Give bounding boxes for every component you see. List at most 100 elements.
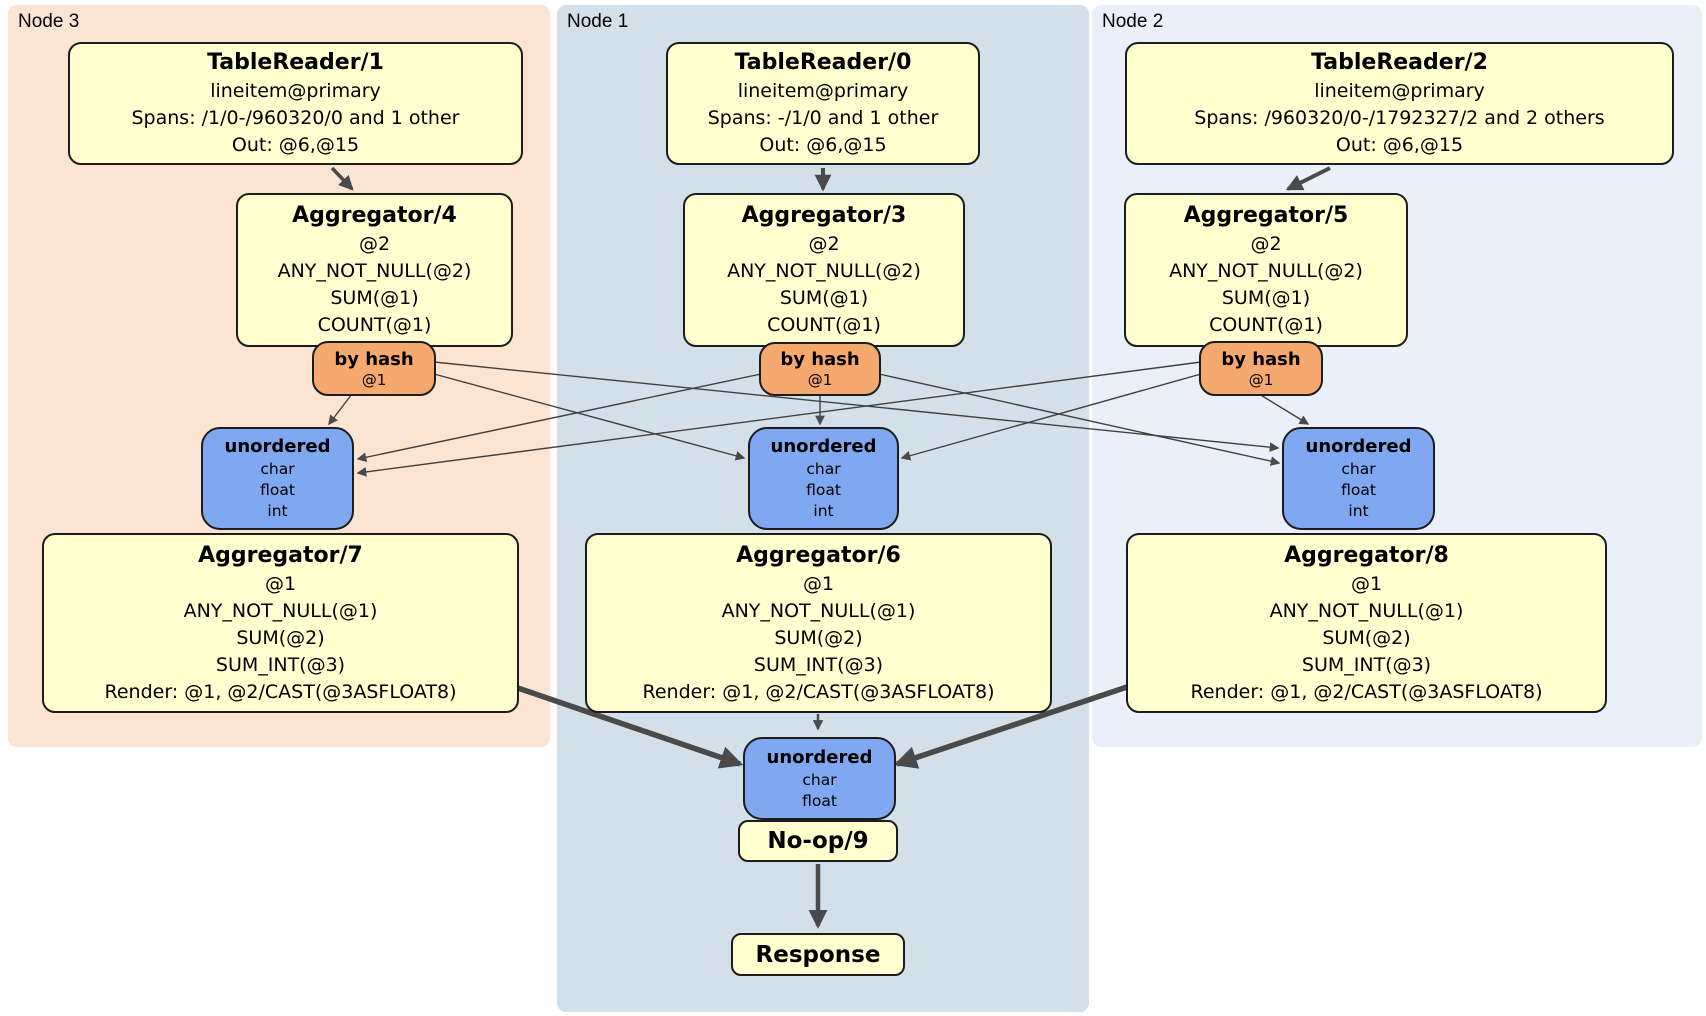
tablereader-0-box: TableReader/0 lineitem@primary Spans: -/…	[666, 42, 980, 165]
hash-router-4: by hash @1	[312, 341, 436, 396]
aggregator-5-fn2: SUM(@1)	[1221, 287, 1311, 309]
aggregator-7-render: Render: @1, @2/CAST(@3ASFLOAT8)	[104, 680, 457, 703]
hash-router-3: by hash @1	[759, 342, 881, 396]
hash-router-3-title: by hash	[780, 349, 860, 370]
unordered-sync-7-col3: int	[267, 502, 288, 520]
aggregator-5-fn3: COUNT(@1)	[1209, 314, 1323, 336]
edge-tr1-agg4	[330, 166, 354, 191]
aggregator-7-fn3: SUM_INT(@3)	[215, 653, 346, 676]
tablereader-1-box: TableReader/1 lineitem@primary Spans: /1…	[68, 42, 523, 165]
aggregator-6-fn1: ANY_NOT_NULL(@1)	[721, 599, 916, 622]
tablereader-2-out: Out: @6,@15	[1335, 134, 1464, 156]
hash-router-4-title: by hash	[334, 348, 414, 370]
aggregator-6-group: @1	[802, 572, 835, 595]
aggregator-5-group: @2	[1250, 233, 1282, 255]
aggregator-8-group: @1	[1350, 572, 1383, 595]
aggregator-6-title: Aggregator/6	[736, 542, 901, 568]
edge-tr2-agg5	[1285, 166, 1331, 191]
noop-title: No-op/9	[767, 828, 869, 854]
aggregator-6-fn2: SUM(@2)	[774, 626, 863, 649]
node1-label: Node 1	[567, 11, 629, 32]
edge-hash5-sync6	[900, 373, 1202, 461]
unordered-sync-final: unordered char float	[743, 737, 896, 820]
aggregator-3-box: Aggregator/3 @2 ANY_NOT_NULL(@2) SUM(@1)…	[683, 193, 965, 347]
tablereader-0-title: TableReader/0	[734, 50, 912, 75]
aggregator-3-fn1: ANY_NOT_NULL(@2)	[727, 260, 921, 282]
unordered-sync-7-title: unordered	[224, 436, 331, 457]
unordered-sync-7-col2: float	[260, 481, 295, 499]
tablereader-1-out: Out: @6,@15	[231, 134, 360, 156]
aggregator-8-fn2: SUM(@2)	[1322, 626, 1411, 649]
aggregator-7-title: Aggregator/7	[198, 542, 363, 568]
tablereader-1-index: lineitem@primary	[210, 80, 381, 102]
tablereader-2-index: lineitem@primary	[1314, 80, 1485, 102]
hash-router-5: by hash @1	[1199, 341, 1323, 396]
tablereader-2-box: TableReader/2 lineitem@primary Spans: /9…	[1125, 42, 1674, 165]
node2-label: Node 2	[1102, 11, 1164, 32]
aggregator-4-fn1: ANY_NOT_NULL(@2)	[277, 260, 472, 282]
edge-hash5-sync7	[356, 361, 1202, 477]
node3-label: Node 3	[18, 11, 80, 32]
unordered-sync-7-col1: char	[260, 460, 295, 478]
unordered-sync-final-col1: char	[802, 770, 837, 789]
unordered-sync-8-col3: int	[1348, 502, 1369, 520]
response-title: Response	[755, 941, 881, 968]
aggregator-8-fn3: SUM_INT(@3)	[1301, 653, 1432, 676]
aggregator-8-box: Aggregator/8 @1 ANY_NOT_NULL(@1) SUM(@2)…	[1126, 533, 1607, 713]
edge-hash5-sync8	[1258, 393, 1310, 425]
unordered-sync-6-col2: float	[806, 481, 841, 499]
aggregator-6-render: Render: @1, @2/CAST(@3ASFLOAT8)	[642, 680, 995, 703]
tablereader-2-spans: Spans: /960320/0-/1792327/2 and 2 others	[1194, 107, 1605, 129]
tablereader-0-index: lineitem@primary	[737, 80, 909, 102]
aggregator-4-fn3: COUNT(@1)	[317, 314, 432, 336]
aggregator-7-fn1: ANY_NOT_NULL(@1)	[183, 599, 378, 622]
hash-router-4-key: @1	[361, 370, 387, 389]
aggregator-6-fn3: SUM_INT(@3)	[753, 653, 884, 676]
unordered-sync-7: unordered char float int	[201, 427, 354, 530]
tablereader-1-spans: Spans: /1/0-/960320/0 and 1 other	[131, 107, 460, 129]
response-box: Response	[731, 933, 905, 976]
unordered-sync-final-title: unordered	[766, 746, 873, 768]
edge-hash3-sync8	[878, 373, 1281, 466]
aggregator-5-fn1: ANY_NOT_NULL(@2)	[1169, 260, 1363, 282]
unordered-sync-final-col2: float	[802, 791, 837, 810]
unordered-sync-6-title: unordered	[770, 436, 877, 457]
aggregator-4-box: Aggregator/4 @2 ANY_NOT_NULL(@2) SUM(@1)…	[236, 193, 513, 347]
tablereader-0-out: Out: @6,@15	[759, 134, 887, 156]
edge-hash4-sync6	[433, 373, 746, 461]
aggregator-3-fn3: COUNT(@1)	[767, 314, 881, 336]
aggregator-4-fn2: SUM(@1)	[330, 287, 419, 309]
aggregator-4-title: Aggregator/4	[292, 203, 457, 228]
tablereader-0-spans: Spans: -/1/0 and 1 other	[707, 107, 939, 129]
edge-agg7-syncfinal	[511, 683, 744, 769]
aggregator-7-group: @1	[264, 572, 297, 595]
aggregator-5-box: Aggregator/5 @2 ANY_NOT_NULL(@2) SUM(@1)…	[1124, 193, 1408, 347]
unordered-sync-8-col1: char	[1341, 460, 1376, 478]
edge-hash4-sync7	[328, 393, 353, 426]
hash-router-3-key: @1	[807, 371, 833, 389]
aggregator-7-fn2: SUM(@2)	[236, 626, 325, 649]
hash-router-5-title: by hash	[1221, 348, 1301, 370]
aggregator-8-fn1: ANY_NOT_NULL(@1)	[1269, 599, 1464, 622]
unordered-sync-6: unordered char float int	[748, 427, 899, 530]
unordered-sync-8-col2: float	[1341, 481, 1376, 499]
tablereader-1-title: TableReader/1	[207, 50, 384, 75]
unordered-sync-6-col3: int	[813, 502, 834, 520]
aggregator-3-group: @2	[808, 233, 840, 255]
aggregator-8-render: Render: @1, @2/CAST(@3ASFLOAT8)	[1190, 680, 1543, 703]
edge-agg8-syncfinal	[893, 683, 1131, 769]
aggregator-3-title: Aggregator/3	[741, 203, 907, 228]
tablereader-2-title: TableReader/2	[1311, 50, 1488, 75]
aggregator-4-group: @2	[358, 233, 391, 255]
noop-box: No-op/9	[738, 820, 898, 862]
aggregator-6-box: Aggregator/6 @1 ANY_NOT_NULL(@1) SUM(@2)…	[585, 533, 1052, 713]
aggregator-8-title: Aggregator/8	[1284, 542, 1449, 568]
unordered-sync-6-col1: char	[806, 460, 841, 478]
aggregator-3-fn2: SUM(@1)	[779, 287, 869, 309]
edge-hash4-sync8	[433, 361, 1280, 453]
hash-router-5-key: @1	[1248, 370, 1274, 389]
unordered-sync-8: unordered char float int	[1282, 427, 1435, 530]
edge-hash3-sync7	[356, 373, 762, 463]
